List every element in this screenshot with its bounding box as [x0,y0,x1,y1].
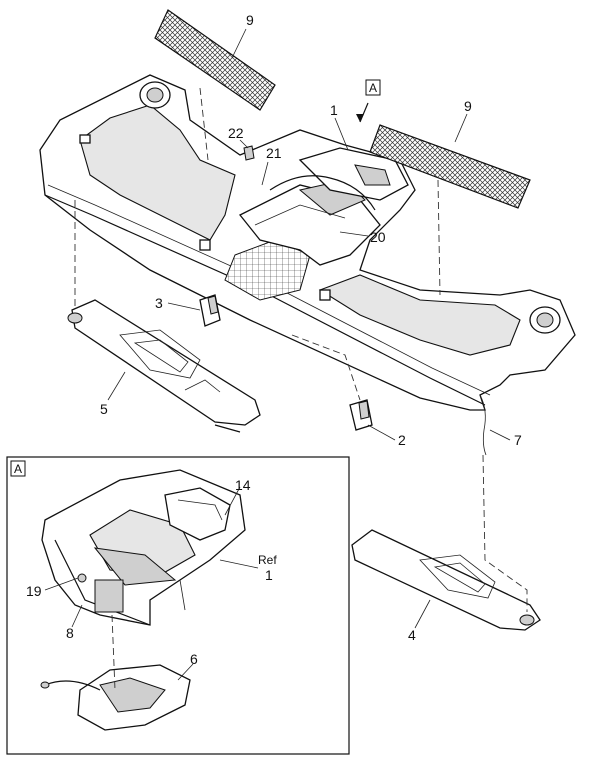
callout-6: 6 [190,651,198,667]
callout-14: 14 [235,477,251,493]
callout-8: 8 [66,625,74,641]
callout-21: 21 [266,145,282,161]
callout-7: 7 [514,432,522,448]
view-a-marker: A [365,79,381,96]
callout-3: 3 [155,295,163,311]
callout-4: 4 [408,627,416,643]
sunshade-panel-9-right [369,124,531,209]
callout-22: 22 [228,125,244,141]
svg-text:A: A [369,81,377,95]
callout-5: 5 [100,401,108,417]
sunshade-panel-9-left [154,9,276,111]
callout-9-right: 9 [464,98,472,114]
dashed-guide-lines [74,87,528,612]
callout-19: 19 [26,583,42,599]
callout-2: 2 [398,432,406,448]
sun-visor-5 [67,299,261,433]
callout-9-left: 9 [246,12,254,28]
fastener-22 [243,145,255,161]
headliner-panel [39,74,576,456]
retainer-clip-2 [349,399,373,431]
detail-guide-lines [44,486,259,691]
overhead-console-housing [41,469,246,626]
overhead-console-lamp-6 [40,664,191,731]
sun-visor-4 [351,529,541,631]
callout-ref: Ref [258,553,277,567]
retainer-clip-3 [199,294,221,327]
callout-ref-1: 1 [265,567,273,583]
callout-leaders [107,28,511,629]
callout-1: 1 [330,102,338,118]
callout-20: 20 [370,229,386,245]
detail-view-a-label: A [14,462,22,476]
